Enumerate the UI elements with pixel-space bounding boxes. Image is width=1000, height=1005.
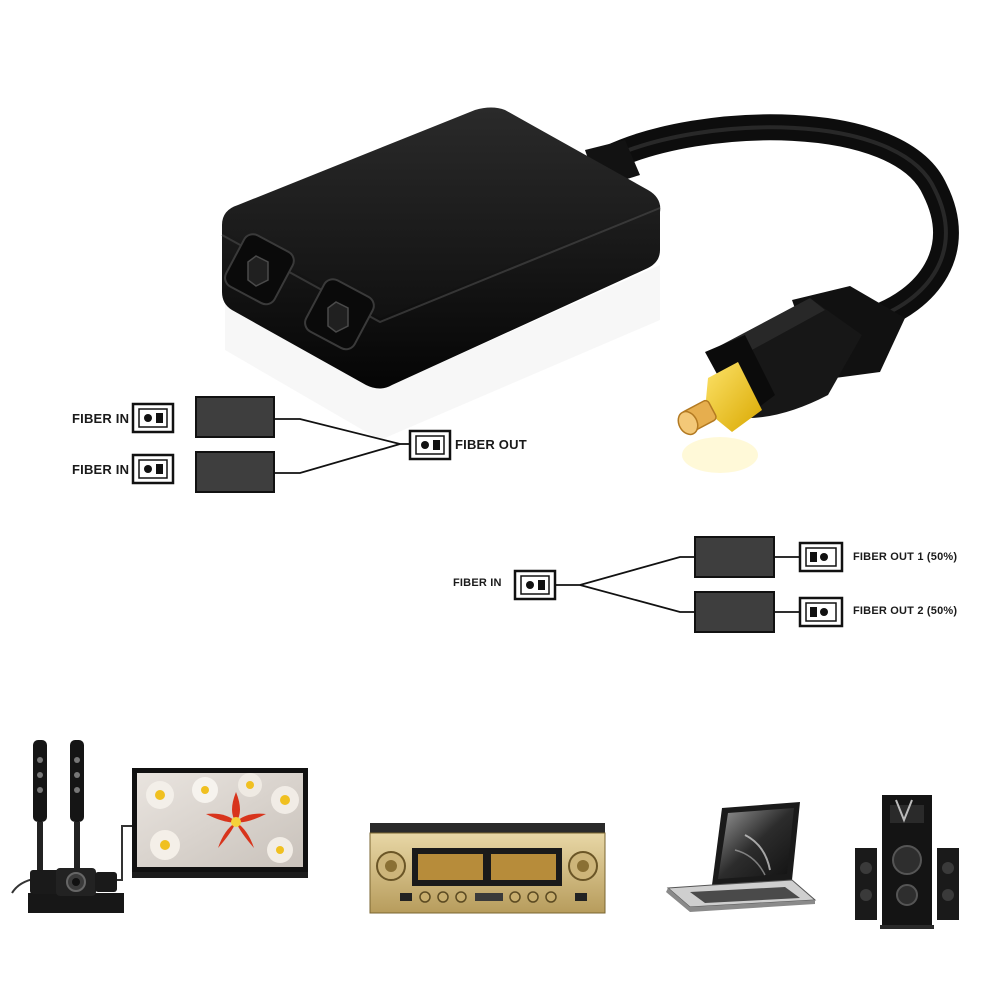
fiber-in-label-2: FIBER IN <box>72 462 130 477</box>
connector-tip <box>705 362 762 432</box>
speaker-system-icon <box>855 795 959 929</box>
split-fiber-in-label: FIBER IN <box>453 577 502 589</box>
merge-diagram <box>131 396 452 493</box>
split-diagram <box>513 536 844 633</box>
toslink-plug <box>677 286 905 473</box>
fiber-in-connector-icon <box>131 453 175 485</box>
amplifier-icon <box>369 823 606 914</box>
splitter-device <box>221 107 959 440</box>
fiber-out-connector-icon <box>798 541 844 573</box>
fiber-in-connector-icon <box>131 402 175 434</box>
output-device-box <box>694 536 775 578</box>
source-device-box <box>195 451 275 493</box>
fiber-out-label: FIBER OUT <box>455 437 527 452</box>
cable <box>597 114 959 333</box>
tv-home-theater-icon <box>11 740 308 913</box>
laptop-icon <box>666 802 817 912</box>
optical-port-left <box>224 233 295 306</box>
fiber-out-2-label: FIBER OUT 2 (50%) <box>853 605 958 617</box>
ferrule <box>677 399 717 436</box>
fiber-in-connector-icon <box>513 569 557 601</box>
source-device-box <box>195 396 275 438</box>
fiber-out-connector-icon <box>408 429 452 461</box>
fiber-out-1-label: FIBER OUT 1 (50%) <box>853 551 958 563</box>
output-device-box <box>694 591 775 633</box>
fiber-out-connector-icon <box>798 596 844 628</box>
fiber-in-label-1: FIBER IN <box>72 411 130 426</box>
optical-port-right <box>304 278 375 351</box>
